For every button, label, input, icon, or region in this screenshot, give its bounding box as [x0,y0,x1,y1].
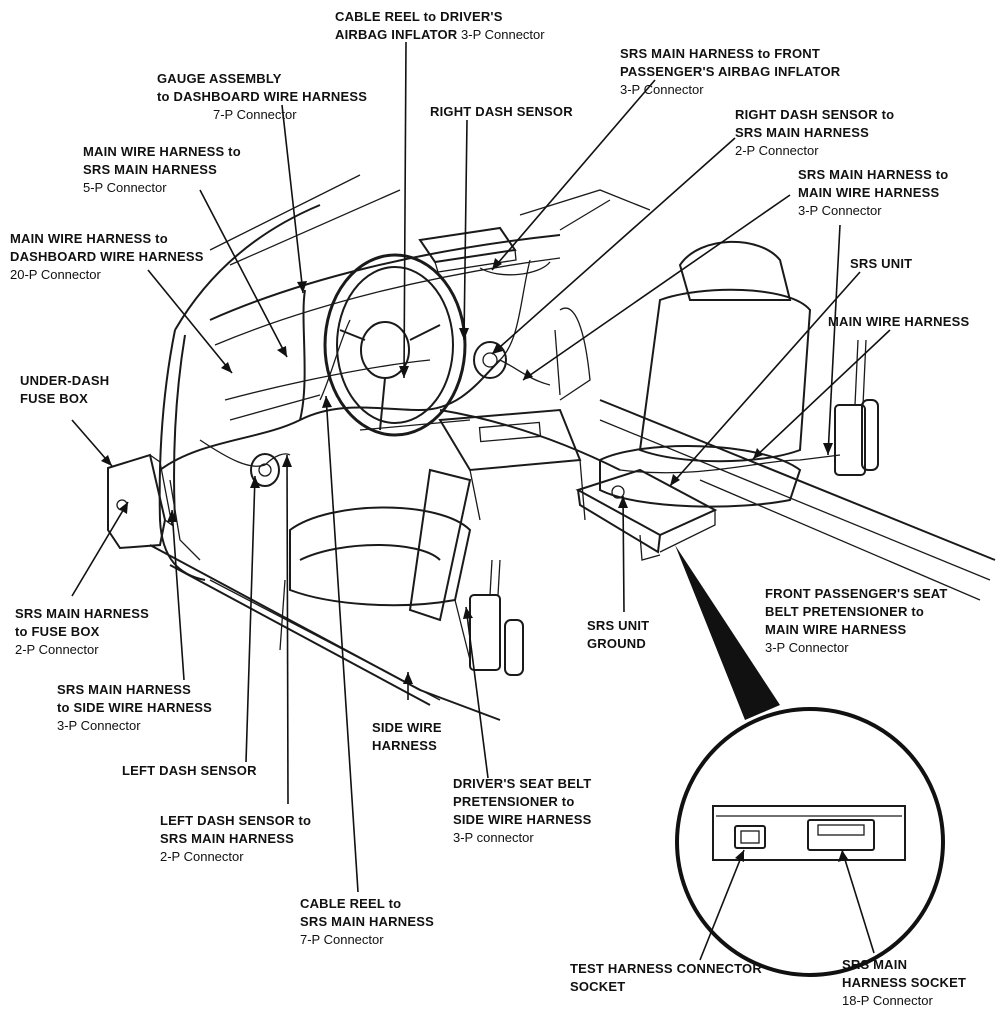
label-line: 2-P Connector [160,849,244,864]
label-line: SRS MAIN HARNESS [160,831,294,846]
label-line: MAIN WIRE HARNESS [765,622,907,637]
label-line: LEFT DASH SENSOR to [160,813,312,828]
passenger-airbag-module [418,226,551,276]
label-line: HARNESS SOCKET [842,975,967,990]
label-line: BELT PRETENSIONER to [765,604,925,619]
label-srs-to-front-passenger-airbag: SRS MAIN HARNESS to FRONT PASSENGER'S AI… [620,45,840,99]
label-line: 3-P connector [453,830,534,845]
label-main-to-dashboard: MAIN WIRE HARNESS to DASHBOARD WIRE HARN… [10,230,204,284]
label-line: FUSE BOX [20,391,89,406]
label-line: GAUGE ASSEMBLY [157,71,282,86]
label-line: SRS MAIN HARNESS [15,606,149,621]
label-line: MAIN WIRE HARNESS to [83,144,241,159]
srs-unit [575,468,718,561]
label-line: SRS MAIN [842,957,908,972]
label-line: TEST HARNESS CONNECTOR [570,961,762,976]
label-line: HARNESS [372,738,437,753]
label-line-normal: 3-P Connector [457,27,545,42]
label-line: 20-P Connector [10,267,101,282]
label-main-to-srs: MAIN WIRE HARNESS to SRS MAIN HARNESS 5-… [83,143,241,197]
label-srs-to-main: SRS MAIN HARNESS to MAIN WIRE HARNESS 3-… [798,166,948,220]
drivers-seat-belt-pretensioner [469,559,524,676]
label-line: 3-P Connector [798,203,882,218]
label-main-wire-harness: MAIN WIRE HARNESS [828,313,969,331]
label-line: SRS MAIN HARNESS to [798,167,949,182]
label-line: 18-P Connector [842,993,933,1008]
label-srs-main-harness-socket: SRS MAIN HARNESS SOCKET 18-P Connector [842,956,966,1010]
label-line: LEFT DASH SENSOR [122,763,257,778]
label-line: SOCKET [570,979,626,994]
label-srs-to-side: SRS MAIN HARNESS to SIDE WIRE HARNESS 3-… [57,681,212,735]
label-gauge-assembly: GAUGE ASSEMBLY to DASHBOARD WIRE HARNESS… [157,70,367,124]
left-dash-sensor [250,453,280,487]
label-line: to FUSE BOX [15,624,100,639]
label-left-dash-to-srs: LEFT DASH SENSOR to SRS MAIN HARNESS 2-P… [160,812,311,866]
label-right-dash-to-srs: RIGHT DASH SENSOR to SRS MAIN HARNESS 2-… [735,106,894,160]
label-line: 7-P Connector [300,932,384,947]
label-line: 3-P Connector [57,718,141,733]
right-dash-sensor [473,341,507,379]
label-line: SRS MAIN HARNESS [735,125,869,140]
label-line: 2-P Connector [15,642,99,657]
label-line-bold: AIRBAG INFLATOR [335,27,458,42]
label-line: PASSENGER'S AIRBAG INFLATOR [620,64,841,79]
steering-wheel [323,253,471,437]
label-line: DASHBOARD WIRE HARNESS [10,249,204,264]
label-test-harness-socket: TEST HARNESS CONNECTOR SOCKET [570,960,762,996]
passenger-seat [554,240,812,508]
leader-lines [71,41,891,961]
label-line: RIGHT DASH SENSOR [430,104,573,119]
label-side-wire-harness: SIDE WIRE HARNESS [372,719,442,755]
leader-arrowheads [101,258,848,862]
label-line: SIDE WIRE HARNESS [453,812,592,827]
label-line: to SIDE WIRE HARNESS [57,700,212,715]
label-cable-reel-drivers-airbag: CABLE REEL to DRIVER'S AIRBAG INFLATOR 3… [335,8,545,44]
drivers-seat [279,468,472,661]
label-line: FRONT PASSENGER'S SEAT [765,586,948,601]
label-line: SRS UNIT [850,256,913,271]
label-line: MAIN WIRE HARNESS to [10,231,168,246]
label-line: 3-P Connector [620,82,704,97]
label-line: CABLE REEL to DRIVER'S [335,9,503,24]
passenger-seat-belt-pretensioner [834,339,879,476]
label-drivers-seat-belt: DRIVER'S SEAT BELT PRETENSIONER to SIDE … [453,775,591,847]
label-line: SIDE WIRE [372,720,442,735]
label-left-dash-sensor: LEFT DASH SENSOR [122,762,257,780]
label-under-dash-fuse-box: UNDER-DASH FUSE BOX [20,372,109,408]
label-line: SRS MAIN HARNESS [83,162,217,177]
label-line: AIRBAG INFLATOR 3-P Connector [335,26,545,44]
label-line: PRETENSIONER to [453,794,575,809]
label-line: GROUND [587,636,646,651]
label-line: MAIN WIRE HARNESS [828,314,970,329]
label-line: CABLE REEL to [300,896,402,911]
label-line: SRS MAIN HARNESS [300,914,434,929]
label-srs-unit: SRS UNIT [850,255,912,273]
label-line: SRS MAIN HARNESS [57,682,191,697]
label-line: DRIVER'S SEAT BELT [453,776,592,791]
label-line: to DASHBOARD WIRE HARNESS [157,89,368,104]
label-right-dash-sensor: RIGHT DASH SENSOR [430,103,573,121]
label-srs-unit-ground: SRS UNIT GROUND [587,617,649,653]
label-line: SRS UNIT [587,618,650,633]
label-srs-to-fuse-box: SRS MAIN HARNESS to FUSE BOX 2-P Connect… [15,605,149,659]
label-front-passenger-seat-belt: FRONT PASSENGER'S SEAT BELT PRETENSIONER… [765,585,948,657]
label-line: 5-P Connector [83,180,167,195]
label-line: SRS MAIN HARNESS to FRONT [620,46,820,61]
label-cable-reel-to-srs: CABLE REEL to SRS MAIN HARNESS 7-P Conne… [300,895,434,949]
label-line: 2-P Connector [735,143,819,158]
label-line: MAIN WIRE HARNESS [798,185,940,200]
label-line: RIGHT DASH SENSOR to [735,107,895,122]
label-line: 3-P Connector [765,640,849,655]
label-line: 7-P Connector [213,107,297,122]
test-socket-callout [675,545,945,977]
label-line: UNDER-DASH [20,373,110,388]
